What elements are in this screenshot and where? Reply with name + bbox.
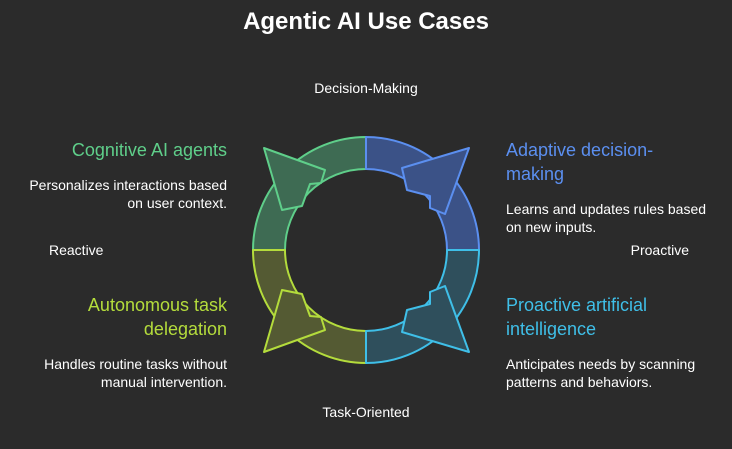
quadrant-desc-adaptive: Learns and updates rules based on new in… — [506, 201, 707, 235]
page-title: Agentic AI Use Cases — [243, 8, 489, 35]
quadrant-title-proactive: Proactive artificial intelligence — [506, 295, 648, 339]
arrowhead-top-left — [263, 147, 326, 211]
quadrant-top-left: Cognitive AI agents Personalizes interac… — [22, 138, 227, 212]
axis-label-bottom: Task-Oriented — [322, 404, 410, 420]
quadrant-top-right: Adaptive decision-making Learns and upda… — [506, 138, 711, 236]
axis-label-right: Proactive — [630, 242, 689, 258]
arrowhead-bottom-right — [401, 285, 470, 353]
axis-label-left: Reactive — [49, 242, 104, 258]
axis-label-top: Decision-Making — [314, 80, 418, 96]
quadrant-desc-autonomous: Handles routine tasks without manual int… — [44, 356, 227, 390]
arrowhead-bottom-left — [263, 289, 326, 353]
quadrant-desc-cognitive: Personalizes interactions based on user … — [29, 177, 227, 211]
quadrant-bottom-right: Proactive artificial intelligence Antici… — [506, 293, 711, 391]
quadrant-title-cognitive: Cognitive AI agents — [71, 140, 227, 160]
quadrant-desc-proactive: Anticipates needs by scanning patterns a… — [506, 356, 696, 390]
quadrant-title-autonomous: Autonomous task delegation — [87, 295, 227, 339]
arrowhead-top-right — [401, 147, 470, 215]
quadrant-bottom-left: Autonomous task delegation Handles routi… — [22, 293, 227, 391]
quadrant-title-adaptive: Adaptive decision-making — [506, 140, 654, 184]
